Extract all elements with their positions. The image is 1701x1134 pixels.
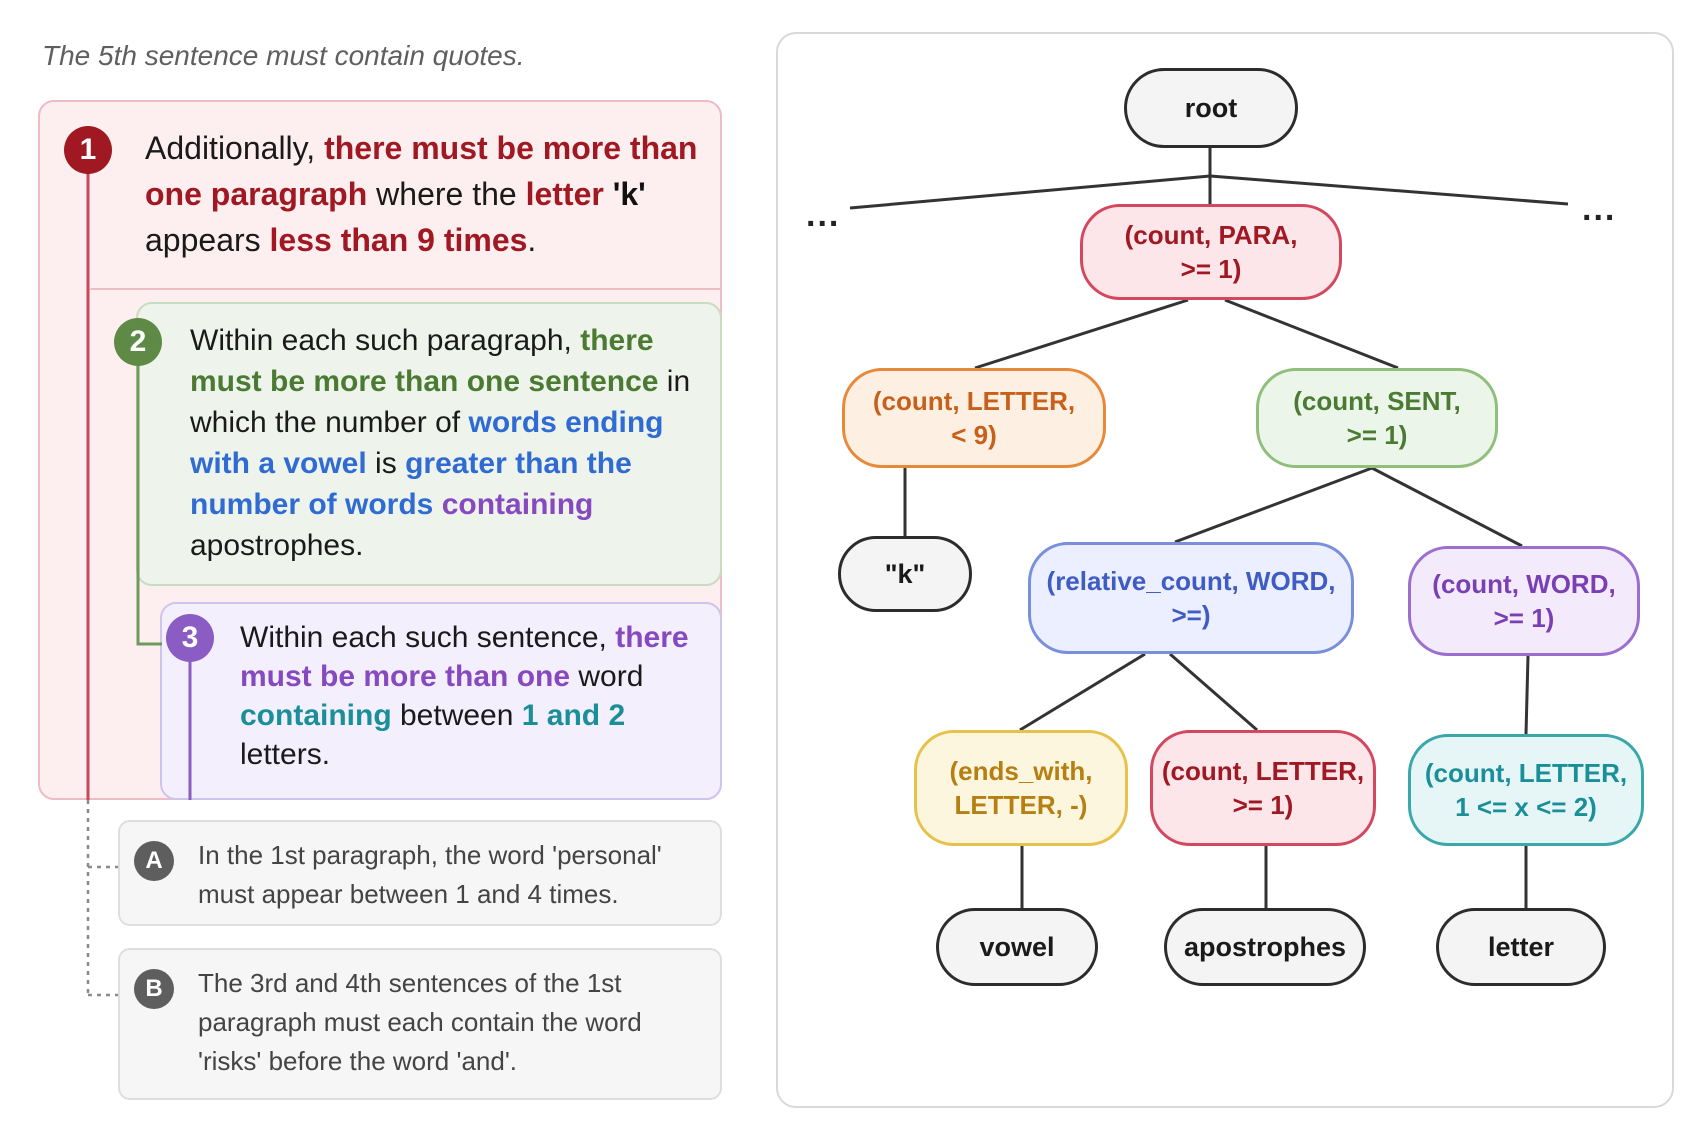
node-count-letter-range-line1: (count, LETTER,: [1424, 758, 1628, 788]
node-count-letter-range: (count, LETTER, 1 <= x <= 2): [1408, 734, 1644, 846]
edge-para-sent: [1224, 298, 1399, 370]
node-count-letter-lt9-line2: < 9): [951, 420, 997, 450]
node-count-sent: (count, SENT, >= 1): [1256, 368, 1498, 468]
constraint-connectors: [86, 150, 192, 997]
c3-t4: letters.: [240, 738, 331, 771]
constraint-3-text: Within each such sentence, there must be…: [240, 618, 700, 774]
badge-b: B: [134, 969, 174, 1009]
node-letter: letter: [1436, 908, 1606, 986]
c2-h5: containing: [441, 488, 594, 521]
node-apostrophes-label: apostrophes: [1183, 932, 1347, 962]
c3-t2: word: [570, 660, 644, 693]
c1-t2: where the: [367, 176, 526, 212]
c2-h1: there must be more than one sentence: [190, 324, 659, 398]
constraint-a-text: In the 1st paragraph, the word 'personal…: [198, 840, 662, 909]
c2-t2: in which the number of: [190, 365, 691, 439]
node-count-letter-range-line2: 1 <= x <= 2): [1455, 792, 1597, 822]
node-letter-label: letter: [1487, 932, 1555, 962]
c1-h1: there must be more than one paragraph: [145, 130, 698, 212]
badge-2: 2: [114, 318, 162, 366]
c3-t3: between: [391, 699, 522, 732]
constraint-b-text: The 3rd and 4th sentences of the 1st par…: [198, 968, 642, 1076]
c1-h2: letter: [525, 176, 613, 212]
c1-k: 'k': [612, 176, 646, 212]
c2-h4: words: [345, 488, 434, 521]
node-ends-with-line2: LETTER, -): [954, 790, 1088, 820]
node-k-label: "k": [884, 559, 926, 589]
c2-h3: greater than the number of: [190, 447, 632, 521]
constraint-a-box: [118, 820, 722, 926]
node-count-para: (count, PARA, >= 1): [1080, 204, 1342, 300]
edge-para-letter9: [974, 298, 1189, 370]
node-vowel: vowel: [936, 908, 1098, 986]
edge-sent-relword: [1174, 466, 1373, 544]
c1-t4: .: [527, 222, 537, 258]
node-count-sent-line1: (count, SENT,: [1293, 386, 1461, 416]
c1-h3: less than 9 times: [269, 222, 528, 258]
ellipsis-left: ...: [806, 196, 841, 234]
edge-relword-endswith: [1019, 652, 1146, 732]
node-k: "k": [838, 536, 972, 612]
c1-t3: appears: [145, 222, 270, 258]
node-ends-with-line1: (ends_with,: [949, 756, 1093, 786]
edge-root-left: [849, 174, 1211, 210]
node-count-para-line2: >= 1): [1180, 254, 1242, 284]
node-apostrophes: apostrophes: [1164, 908, 1366, 986]
edge-sent-word1: [1371, 466, 1523, 548]
node-relative-count-word: (relative_count, WORD, >=): [1028, 542, 1354, 654]
c1-t1: Additionally,: [145, 130, 325, 166]
constraint-b-box: [118, 948, 722, 1100]
intro-text: The 5th sentence must contain quotes.: [42, 40, 525, 71]
c3-h3: 1 and 2: [521, 699, 626, 732]
node-count-letter-lt9: (count, LETTER, < 9): [842, 368, 1106, 468]
node-count-para-line1: (count, PARA,: [1124, 220, 1298, 250]
node-relative-count-word-line1: (relative_count, WORD,: [1046, 566, 1336, 596]
node-count-letter-ge1-line1: (count, LETTER,: [1161, 756, 1365, 786]
node-count-letter-ge1-line2: >= 1): [1232, 790, 1294, 820]
c2-t1: Within each such paragraph,: [190, 324, 581, 357]
badge-3: 3: [166, 614, 214, 662]
ellipsis-right: ...: [1582, 190, 1617, 228]
badge-a: A: [134, 841, 174, 881]
node-ends-with: (ends_with, LETTER, -): [914, 730, 1128, 846]
constraint-1-text: Additionally, there must be more than on…: [145, 125, 705, 263]
constraint-3-box: [160, 602, 722, 800]
node-root-label: root: [1184, 93, 1238, 123]
c2-t3: is: [366, 447, 406, 480]
node-vowel-label: vowel: [979, 932, 1055, 962]
connector-2: [136, 360, 162, 646]
node-count-letter-ge1: (count, LETTER, >= 1): [1150, 730, 1376, 846]
c3-h2: containing: [240, 699, 392, 732]
node-count-word-line1: (count, WORD,: [1432, 569, 1616, 599]
node-root: root: [1124, 68, 1298, 148]
edge-relword-letter1: [1169, 652, 1258, 732]
node-count-word-line2: >= 1): [1493, 603, 1555, 633]
constraint-2-box: [136, 302, 722, 586]
badge-1: 1: [64, 126, 112, 174]
node-relative-count-word-line2: >=): [1171, 600, 1211, 630]
edge-word1-letter12: [1524, 655, 1530, 735]
node-count-sent-line2: >= 1): [1346, 420, 1408, 450]
node-count-word: (count, WORD, >= 1): [1408, 546, 1640, 656]
node-count-letter-lt9-line1: (count, LETTER,: [872, 386, 1076, 416]
c3-h1: there must be more than one: [240, 621, 689, 693]
c2-h2: words ending with a vowel: [190, 406, 664, 480]
c3-t1: Within each such sentence,: [240, 621, 616, 654]
constraint-2-text: Within each such paragraph, there must b…: [190, 320, 710, 566]
edge-root-right: [1209, 174, 1569, 206]
c2-t6: apostrophes.: [190, 529, 364, 562]
constraint-1-divider: [90, 288, 722, 290]
